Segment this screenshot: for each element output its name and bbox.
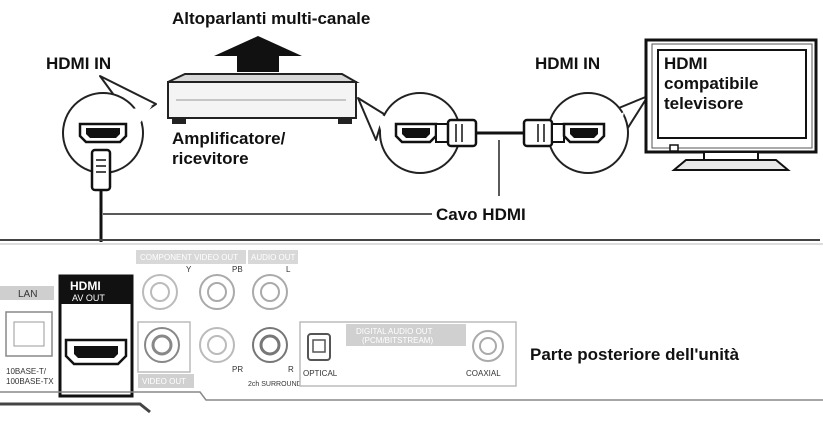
hdmi-plug-icon [522, 118, 565, 148]
video-out-label: VIDEO OUT [142, 377, 186, 386]
component-video-out: COMPONENT VIDEO OUT Y PB PR [136, 250, 246, 374]
component-pr-label: PR [232, 365, 243, 374]
hdmi-port-icon [394, 122, 438, 144]
av-out-label: AV OUT [72, 293, 105, 303]
hdmi-in-amplifier-label: HDMI IN [46, 54, 112, 73]
audio-out-label: AUDIO OUT [251, 253, 296, 262]
tv-hdmi-port-callout [522, 92, 649, 174]
speakers-label: Altoparlanti multi-canale [172, 9, 371, 28]
up-arrow-icon [214, 36, 302, 72]
composite-video-out: VIDEO OUT [137, 321, 194, 388]
hdmi-cable-label: Cavo HDMI [436, 205, 526, 224]
digital-audio-out-label: DIGITAL AUDIO OUT [356, 327, 433, 336]
digital-audio-out: DIGITAL AUDIO OUT (PCM/BITSTREAM) OPTICA… [299, 321, 517, 387]
ethernet-spec-label-2: 100BASE-TX [6, 377, 54, 386]
component-y-label: Y [186, 265, 192, 274]
amplifier-receiver-device [167, 73, 360, 124]
rear-panel-label: Parte posteriore dell'unità [530, 345, 740, 364]
tv-label: HDMI compatibile televisore [664, 54, 759, 113]
amplifier-hdmi-port-callout [62, 75, 157, 174]
television [644, 38, 818, 171]
surround-mix-label: 2ch SURROUND MIX [248, 381, 316, 388]
hdmi-plug-icon [435, 118, 478, 148]
player-rear-panel: LAN 10BASE-T/ 100BASE-TX HDMI AV OUT COM… [0, 239, 823, 414]
pcm-bitstream-label: (PCM/BITSTREAM) [362, 336, 433, 345]
component-pb-label: PB [232, 265, 243, 274]
hdmi-port-icon [78, 122, 128, 144]
hdmi-in-tv-label: HDMI IN [535, 54, 601, 73]
lan-port: LAN 10BASE-T/ 100BASE-TX [0, 286, 54, 386]
component-label: COMPONENT VIDEO OUT [140, 253, 238, 262]
hdmi-logo: HDMI [70, 279, 101, 293]
optical-label: OPTICAL [303, 369, 338, 378]
audio-l-label: L [286, 265, 291, 274]
analog-audio-out: AUDIO OUT L R 2ch SURROUND MIX [248, 250, 316, 388]
coaxial-label: COAXIAL [466, 369, 501, 378]
ethernet-spec-label-1: 10BASE-T/ [6, 367, 47, 376]
hdmi-port-icon [562, 122, 606, 144]
hdmi-av-out-port: HDMI AV OUT [58, 274, 134, 398]
audio-r-label: R [288, 365, 294, 374]
amplifier-receiver-label: Amplificatore/ ricevitore [172, 129, 286, 168]
lan-label: LAN [18, 289, 37, 300]
cable-amp-side-callout [357, 92, 478, 174]
